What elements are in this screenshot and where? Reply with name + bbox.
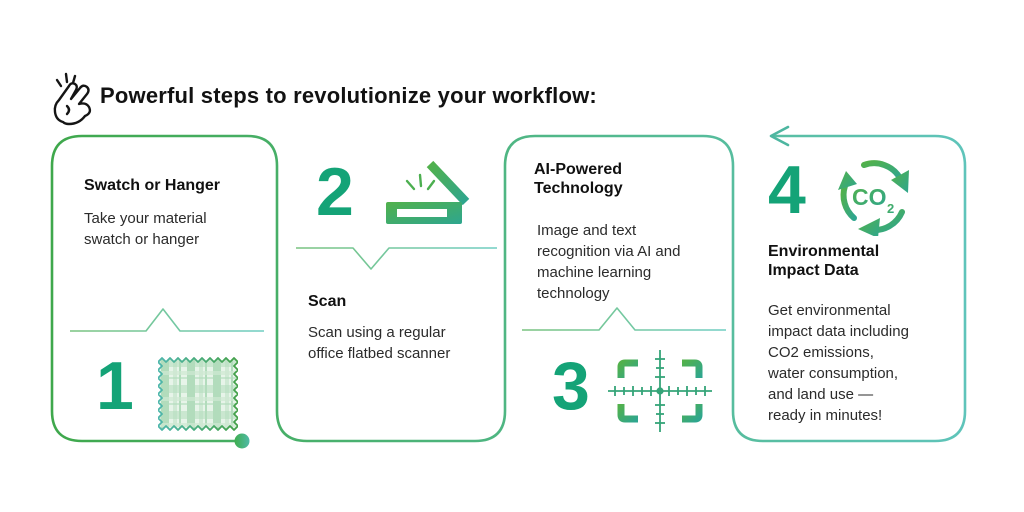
step-2-number: 2 [316, 154, 354, 230]
step-2-description: Scan using a regular office flatbed scan… [308, 324, 451, 362]
step-1-number: 1 [96, 348, 134, 424]
header: Powerful steps to revolutionize your wor… [0, 0, 1024, 126]
step-4-title: Environmental Impact Data [768, 243, 880, 280]
step-4-description: Get environmental impact data including … [768, 302, 909, 424]
step-1-title: Swatch or Hanger [84, 177, 221, 194]
divider-step3 [522, 307, 726, 331]
flow-start-dot [234, 433, 250, 449]
page-title: Powerful steps to revolutionize your wor… [100, 83, 597, 108]
flatbed-scanner-icon [386, 160, 470, 224]
step-3-title: AI-Powered Technology [534, 161, 623, 198]
flow-end-arrowhead [769, 125, 790, 147]
step-4-number: 4 [768, 152, 806, 228]
fabric-swatch-icon [158, 357, 238, 431]
step-3-description: Image and text recognition via AI and ma… [537, 222, 681, 302]
step-2-title: Scan [308, 293, 347, 310]
co2-label: CO [852, 184, 887, 210]
co2-label-subscript: 2 [887, 201, 894, 216]
crosshair-viewfinder-icon [608, 350, 712, 432]
step-3-number: 3 [552, 348, 590, 424]
divider-step2 [296, 247, 497, 270]
divider-step1 [70, 308, 264, 332]
co2-cycle-icon: CO 2 [838, 160, 909, 236]
finger-snap-icon [53, 72, 92, 126]
step-1-description: Take your material swatch or hanger [84, 210, 207, 248]
